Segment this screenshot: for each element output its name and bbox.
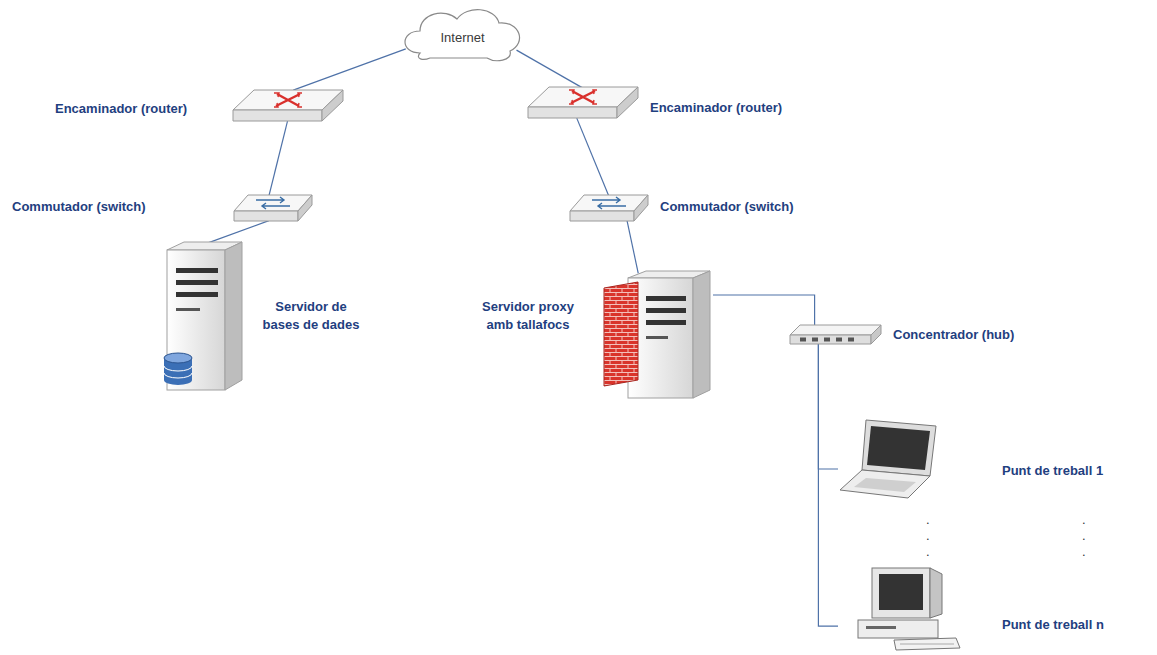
- workstation-desktop-shape: [838, 566, 963, 652]
- network-link: [517, 50, 583, 88]
- network-link: [713, 295, 815, 327]
- switch-icon: Commutador (switch): [232, 193, 314, 223]
- router-icon: Encaminador (router): [230, 88, 345, 124]
- switch-icon-shape: [232, 193, 314, 223]
- network-link: [577, 118, 609, 196]
- continuation-dots: . . .: [1082, 512, 1086, 560]
- network-link: [269, 121, 288, 196]
- workstation-desktop: Punt de treball n: [838, 566, 963, 652]
- switch-icon-shape: [568, 193, 650, 223]
- device-label: Concentrador (hub): [893, 326, 1043, 344]
- database-server: Servidor de bases de dades: [162, 238, 247, 393]
- proxy-server: Servidor proxy amb tallafocs: [598, 268, 713, 403]
- internet-cloud: Internet: [395, 3, 530, 65]
- network-link: [627, 221, 638, 274]
- proxy-server-shape: [598, 268, 713, 403]
- device-label: Commutador (switch): [12, 198, 222, 216]
- cloud-label: Internet: [440, 24, 484, 45]
- continuation-dots: . . .: [926, 512, 930, 560]
- network-link: [818, 344, 838, 627]
- hub-icon-shape: [788, 322, 883, 346]
- switch-icon: Commutador (switch): [568, 193, 650, 223]
- hub-icon: Concentrador (hub): [788, 322, 883, 346]
- network-link: [293, 49, 406, 90]
- device-label: Punt de treball 1: [1002, 462, 1147, 480]
- device-label: Commutador (switch): [660, 198, 860, 216]
- router-icon: Encaminador (router): [525, 85, 640, 121]
- device-label: Servidor proxy amb tallafocs: [468, 298, 588, 334]
- device-label: Encaminador (router): [650, 99, 820, 117]
- network-link: [818, 344, 838, 469]
- device-label: Encaminador (router): [55, 100, 225, 118]
- router-icon-shape: [525, 85, 640, 121]
- network-link: [209, 221, 269, 243]
- device-label: Punt de treball n: [1002, 616, 1147, 634]
- workstation-laptop-shape: [838, 418, 948, 503]
- workstation-laptop: Punt de treball 1: [838, 418, 948, 503]
- router-icon-shape: [230, 88, 345, 124]
- database-server-shape: [162, 238, 247, 393]
- device-label: Servidor de bases de dades: [256, 298, 366, 334]
